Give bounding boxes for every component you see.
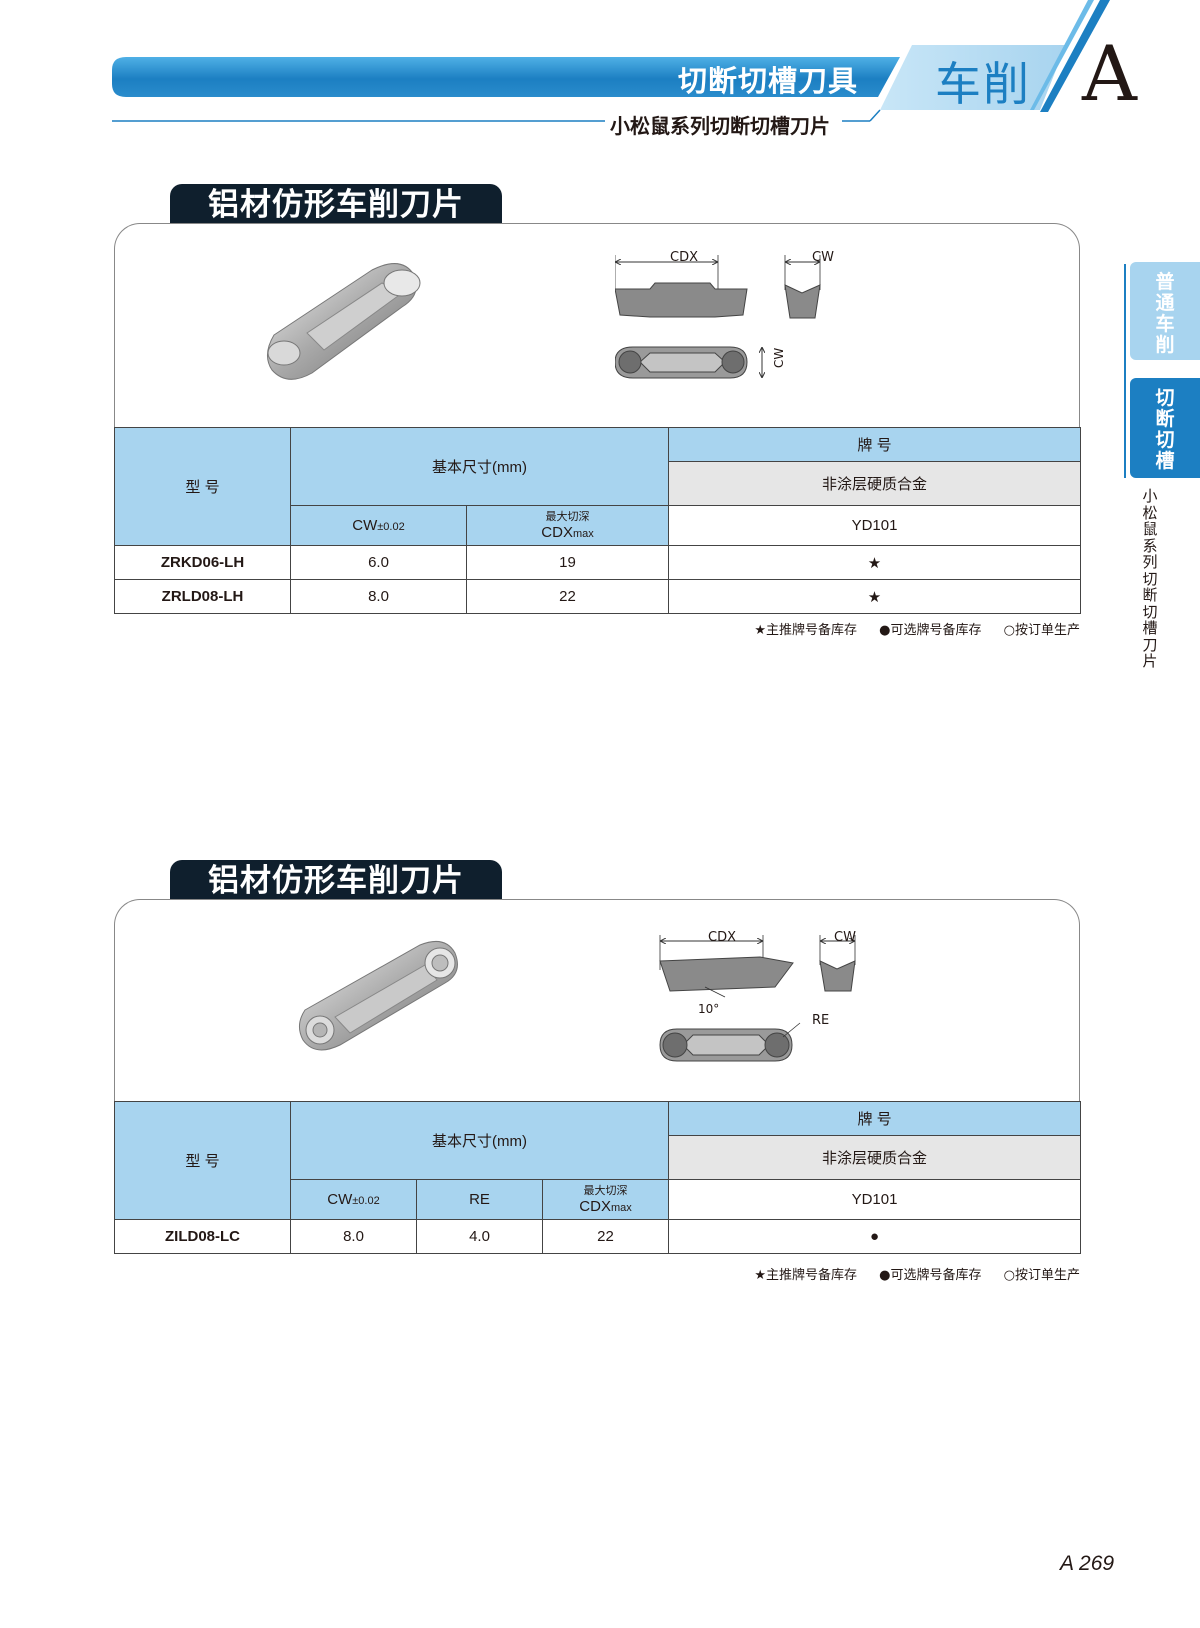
table-row: ZILD08-LC 8.0 4.0 22 ● bbox=[114, 1219, 1082, 1254]
row-model: ZRLD08-LH bbox=[114, 579, 291, 614]
legend-circle: ○按订单生产 bbox=[1003, 623, 1080, 638]
grade-type: 非涂层硬质合金 bbox=[668, 1135, 1082, 1180]
model-header: 型 号 bbox=[114, 1101, 291, 1220]
header-category: 车削 bbox=[935, 57, 1031, 111]
grade-header: 牌 号 bbox=[668, 427, 1082, 462]
grade-header: 牌 号 bbox=[668, 1101, 1082, 1136]
label-re: RE bbox=[812, 1013, 830, 1028]
row-cdx: 22 bbox=[541, 1219, 670, 1254]
row-cw: 8.0 bbox=[290, 1219, 417, 1254]
grade-type: 非涂层硬质合金 bbox=[668, 461, 1082, 506]
col-cw-header: CW±0.02 bbox=[290, 505, 467, 546]
section2-spec-table: 型 号 基本尺寸(mm) 牌 号 非涂层硬质合金 CW±0.02 RE 最大切深… bbox=[114, 1101, 1082, 1254]
section1-panel bbox=[114, 223, 1080, 431]
row-mark: ★ bbox=[668, 579, 1082, 614]
row-cdx: 22 bbox=[465, 579, 670, 614]
model-header: 型 号 bbox=[114, 427, 291, 546]
row-model: ZRKD06-LH bbox=[114, 545, 291, 580]
side-tab-turning-label: 普通车削 bbox=[1155, 271, 1175, 356]
label-cdx: CDX bbox=[708, 930, 736, 945]
side-tab-turning[interactable]: 普通车削 bbox=[1130, 262, 1200, 360]
side-tab-divider bbox=[1124, 264, 1126, 478]
table-row: ZRKD06-LH 6.0 19 ★ bbox=[114, 545, 1082, 580]
row-cdx: 19 bbox=[465, 545, 670, 580]
row-cw: 8.0 bbox=[290, 579, 467, 614]
row-mark: ● bbox=[668, 1219, 1082, 1254]
row-cw: 6.0 bbox=[290, 545, 467, 580]
row-model: ZILD08-LC bbox=[114, 1219, 291, 1254]
col-cw-header: CW±0.02 bbox=[290, 1179, 417, 1220]
label-angle: 10° bbox=[698, 1002, 720, 1016]
legend-dot: ●可选牌号备库存 bbox=[879, 623, 982, 638]
legend-circle: ○按订单生产 bbox=[1003, 1268, 1080, 1283]
section-letter: A bbox=[1082, 29, 1137, 118]
insert-drawing-zild bbox=[659, 935, 856, 1062]
side-tab-grooving[interactable]: 切断切槽 bbox=[1130, 378, 1200, 478]
row-re: 4.0 bbox=[416, 1219, 543, 1254]
insert-photo-zrkd bbox=[267, 263, 421, 380]
section1-legend: ★主推牌号备库存 ●可选牌号备库存 ○按订单生产 bbox=[736, 619, 1080, 638]
legend-dot: ●可选牌号备库存 bbox=[879, 1268, 982, 1283]
side-tab-grooving-label: 切断切槽 bbox=[1155, 387, 1175, 472]
header-title: 切断切槽刀具 bbox=[677, 64, 858, 98]
legend-star: ★主推牌号备库存 bbox=[754, 1268, 858, 1283]
section2-panel bbox=[114, 899, 1080, 1107]
section1-title: 铝材仿形车削刀片 bbox=[170, 184, 502, 224]
header-banner bbox=[112, 0, 1110, 122]
table-row: ZRLD08-LH 8.0 22 ★ bbox=[114, 579, 1082, 614]
row-mark: ★ bbox=[668, 545, 1082, 580]
dims-header: 基本尺寸(mm) bbox=[289, 427, 670, 506]
page-number: A 269 bbox=[1060, 1552, 1115, 1575]
insert-photo-zild bbox=[299, 940, 458, 1051]
section2-legend: ★主推牌号备库存 ●可选牌号备库存 ○按订单生产 bbox=[736, 1264, 1080, 1283]
label-cw-side: CW bbox=[772, 347, 786, 368]
label-cdx: CDX bbox=[670, 250, 698, 265]
header-subtitle: 小松鼠系列切断切槽刀片 bbox=[610, 114, 830, 138]
legend-star: ★主推牌号备库存 bbox=[754, 623, 858, 638]
col-re-header: RE bbox=[416, 1179, 543, 1220]
grade-name: YD101 bbox=[668, 505, 1082, 546]
dims-header: 基本尺寸(mm) bbox=[289, 1101, 670, 1180]
section2-title: 铝材仿形车削刀片 bbox=[170, 860, 502, 900]
side-vertical-caption: 小松鼠系列切断切槽刀片 bbox=[1142, 487, 1158, 670]
label-cw: CW bbox=[812, 250, 834, 265]
insert-drawing-zrkd bbox=[615, 255, 821, 379]
grade-name: YD101 bbox=[668, 1179, 1082, 1220]
label-cw: CW bbox=[834, 930, 856, 945]
